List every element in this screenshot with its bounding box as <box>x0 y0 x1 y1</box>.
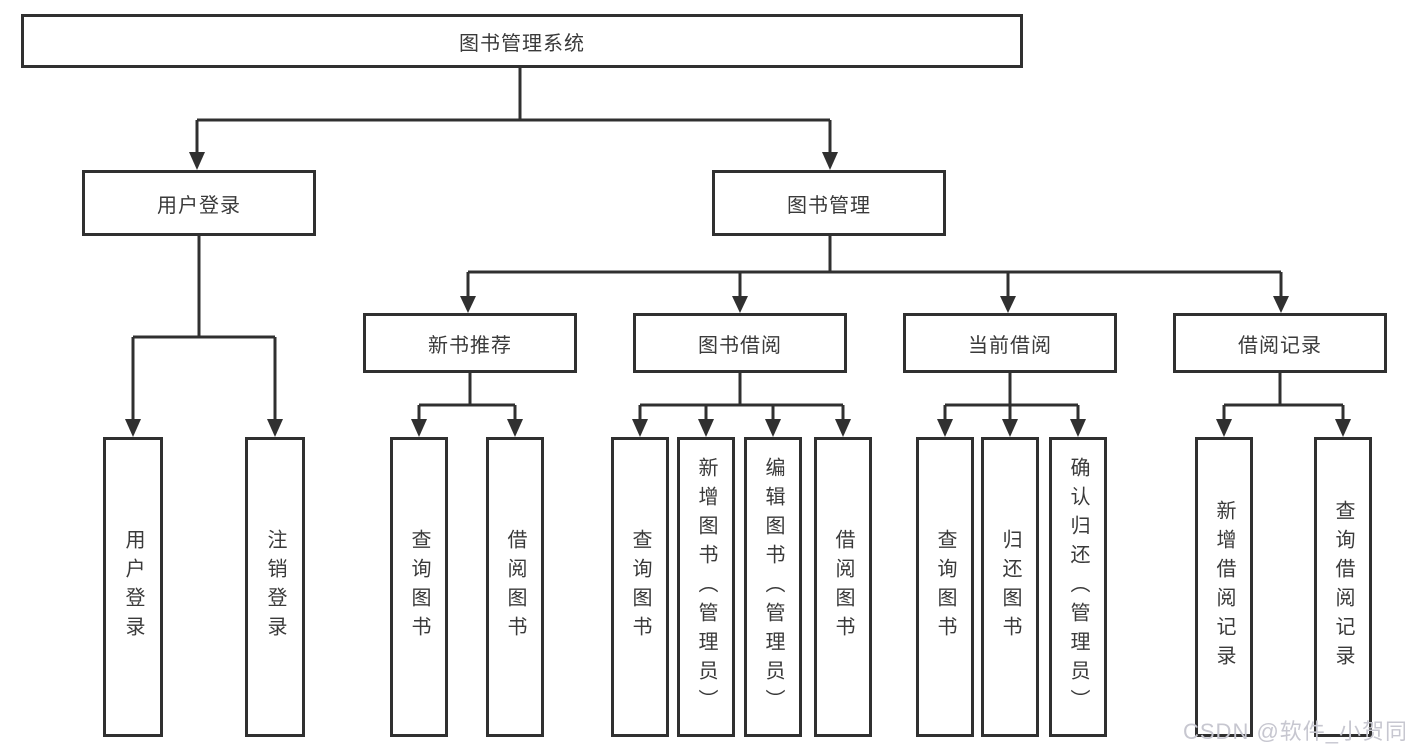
leaf-label: 借阅图书 <box>832 529 854 645</box>
leaf-current-query-books: 查询图书 <box>916 437 974 737</box>
arrowheads <box>125 152 1351 437</box>
node-new-book-recommend: 新书推荐 <box>363 313 577 373</box>
leaf-label: 新增借阅记录 <box>1213 500 1235 674</box>
leaf-label: 编辑图书（管理员） <box>762 456 784 718</box>
node-book-borrow: 图书借阅 <box>633 313 847 373</box>
leaf-label: 借阅图书 <box>504 529 526 645</box>
node-label: 图书管理系统 <box>459 32 585 55</box>
node-label: 当前借阅 <box>968 334 1052 357</box>
leaf-label: 查询图书 <box>408 529 430 645</box>
node-borrow-records: 借阅记录 <box>1173 313 1387 373</box>
leaf-label: 用户登录 <box>122 529 144 645</box>
leaf-user-login: 用户登录 <box>103 437 163 737</box>
leaf-label: 新增图书（管理员） <box>695 456 717 718</box>
tree-edges <box>131 68 1345 421</box>
leaf-label: 查询借阅记录 <box>1332 500 1354 674</box>
leaf-borrow-borrow-books: 借阅图书 <box>814 437 872 737</box>
leaf-label: 确认归还（管理员） <box>1067 456 1089 718</box>
leaf-label: 查询图书 <box>934 529 956 645</box>
node-user-login-branch: 用户登录 <box>82 170 316 236</box>
leaf-borrow-query-books: 查询图书 <box>611 437 669 737</box>
node-label: 图书管理 <box>787 194 871 217</box>
node-label: 新书推荐 <box>428 334 512 357</box>
leaf-label: 查询图书 <box>629 529 651 645</box>
node-label: 用户登录 <box>157 194 241 217</box>
leaf-label: 归还图书 <box>999 529 1021 645</box>
leaf-current-confirm-return-admin: 确认归还（管理员） <box>1049 437 1107 737</box>
leaf-borrow-edit-books-admin: 编辑图书（管理员） <box>744 437 802 737</box>
leaf-recommend-query-books: 查询图书 <box>390 437 448 737</box>
node-label: 借阅记录 <box>1238 334 1322 357</box>
csdn-watermark: CSDN @软件_小贺同学 <box>1183 719 1405 744</box>
node-book-management-branch: 图书管理 <box>712 170 946 236</box>
leaf-current-return-books: 归还图书 <box>981 437 1039 737</box>
leaf-label: 注销登录 <box>264 529 286 645</box>
node-root-system: 图书管理系统 <box>21 14 1023 68</box>
node-label: 图书借阅 <box>698 334 782 357</box>
leaf-recommend-borrow-books: 借阅图书 <box>486 437 544 737</box>
leaf-logout: 注销登录 <box>245 437 305 737</box>
leaf-records-add-record: 新增借阅记录 <box>1195 437 1253 737</box>
leaf-borrow-add-books-admin: 新增图书（管理员） <box>677 437 735 737</box>
node-current-borrow: 当前借阅 <box>903 313 1117 373</box>
leaf-records-query-record: 查询借阅记录 <box>1314 437 1372 737</box>
